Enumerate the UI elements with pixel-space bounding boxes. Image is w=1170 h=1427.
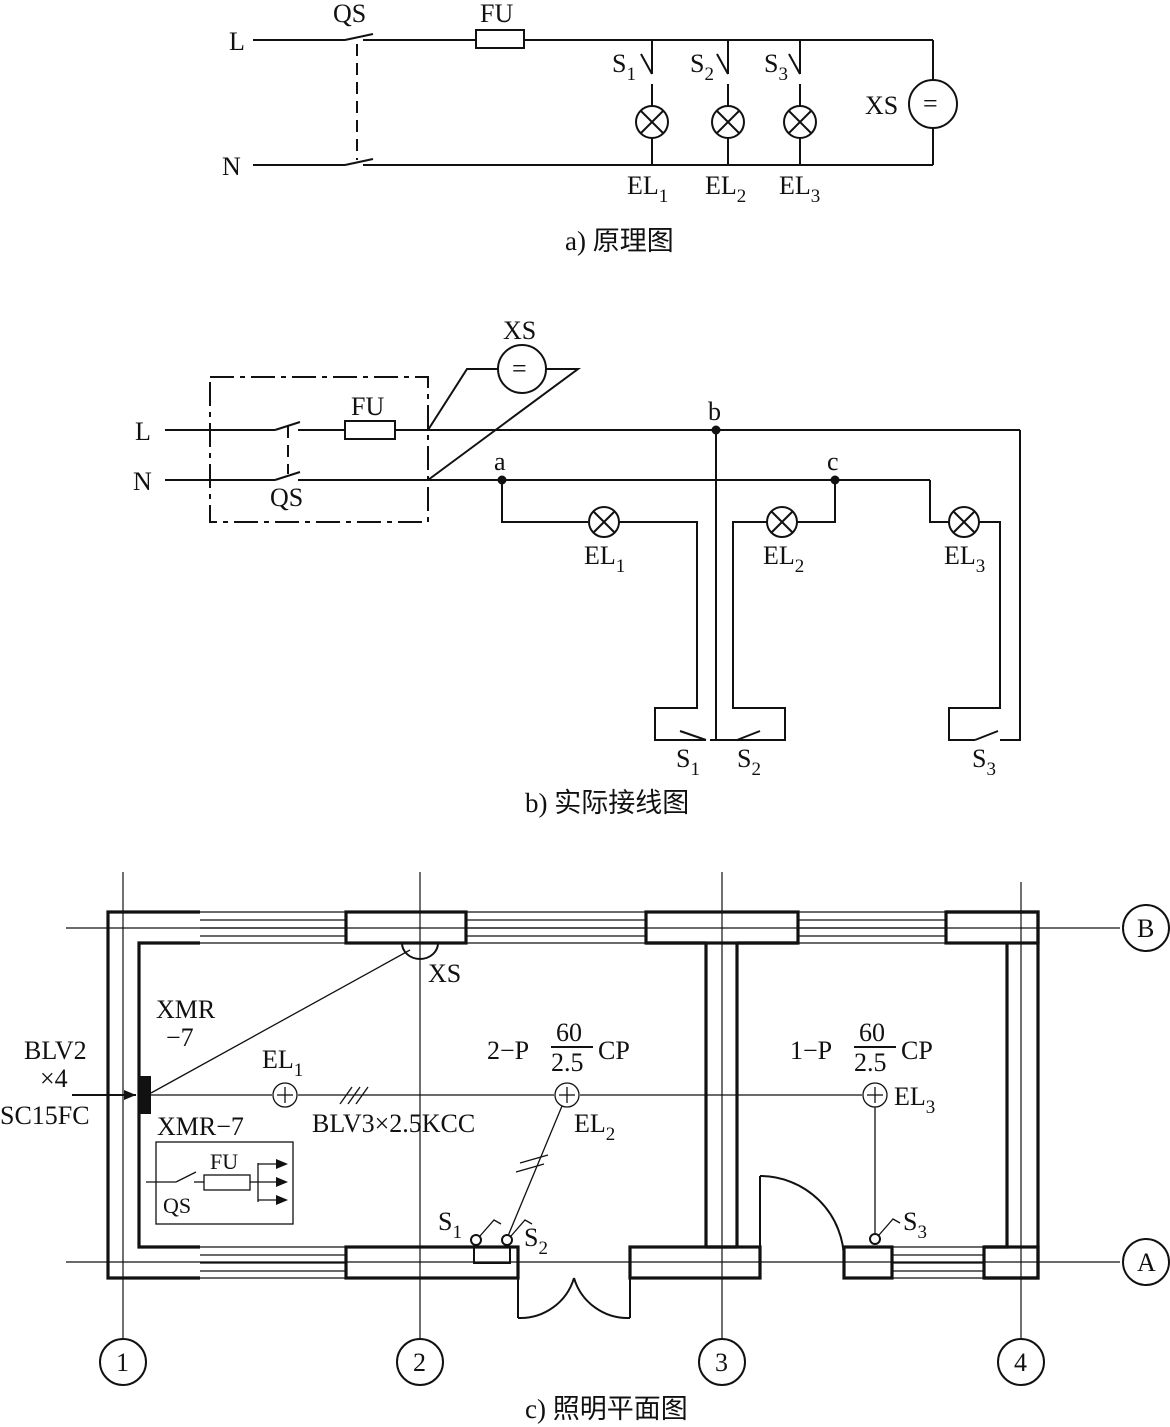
- c-switch-box: [473, 1246, 511, 1264]
- c-room2-fixture-num: 60: [556, 1018, 582, 1047]
- c-lamp-3-label: EL3: [894, 1082, 935, 1118]
- c-axis-label-a: A: [1137, 1248, 1156, 1277]
- a-lamp-2-label: EL2: [705, 171, 746, 207]
- c-axis-label-3: 3: [715, 1348, 728, 1377]
- c-feed-label-1: BLV2: [24, 1036, 87, 1065]
- c-panel-top-label-2: −7: [166, 1023, 194, 1052]
- b-label-qs: QS: [270, 483, 303, 512]
- b-switch-3-blade: [974, 730, 999, 741]
- c-socket-circuit: [150, 949, 411, 1094]
- b-label-node-c: c: [827, 447, 839, 476]
- b-switch-1-label: S1: [676, 744, 700, 780]
- a-switch-2-label: S2: [690, 49, 714, 85]
- c-axis-label-1: 1: [116, 1348, 129, 1377]
- b-caption: b) 实际接线图: [525, 788, 689, 818]
- c-axis-bubble-2: [396, 1338, 444, 1386]
- c-door-room2: [517, 1247, 631, 1320]
- c-caption: c) 照明平面图: [525, 1394, 688, 1424]
- a-label-n: N: [222, 152, 241, 181]
- c-lamp-3-icon: [862, 1082, 888, 1108]
- c-panel-label: XMR−7: [157, 1112, 244, 1141]
- a-label-l: L: [229, 27, 245, 56]
- c-lamp-1-icon: [272, 1082, 298, 1108]
- c-room2-fixture-den: 2.5: [551, 1048, 584, 1077]
- c-panel-fuse-symbol: [203, 1174, 251, 1191]
- b-lamp-3-label: EL3: [944, 541, 985, 577]
- c-door-room3: [759, 1175, 845, 1261]
- figure-b-wiring: L N FU QS XS = a b c EL1 EL2 EL3 S1 S2 S…: [133, 316, 1021, 818]
- b-label-node-b: b: [708, 397, 721, 426]
- a-branch-2: [711, 40, 745, 165]
- b-switch-1-blade: [679, 730, 707, 741]
- c-switch-3-icon: [869, 1233, 881, 1245]
- c-axis-bubble-4: [997, 1338, 1045, 1386]
- a-qs-blade-n: [344, 158, 374, 166]
- c-room3-fixture-suffix: CP: [901, 1036, 933, 1065]
- a-branch-3: [783, 40, 817, 165]
- c-room3-fixture-prefix: 1−P: [790, 1036, 832, 1065]
- b-label-fu: FU: [351, 392, 384, 421]
- a-label-socket: XS: [865, 91, 898, 120]
- c-room2-fixture-prefix: 2−P: [487, 1036, 529, 1065]
- a-label-qs: QS: [333, 0, 366, 28]
- c-axis-label-2: 2: [413, 1348, 426, 1377]
- c-lamp-2-label: EL2: [574, 1109, 615, 1145]
- c-distribution-panel-icon: [138, 1076, 151, 1114]
- c-switch-3-label: S3: [903, 1207, 927, 1243]
- c-switch-2-icon: [501, 1234, 513, 1246]
- figure-a-schematic: L N QS FU XS = S1 S2 S3 EL1 EL2 EL3 a) 原…: [222, 0, 958, 256]
- b-label-l: L: [135, 417, 151, 446]
- a-lamp-1-label: EL1: [627, 171, 668, 207]
- c-axis-bubble-1: [99, 1338, 147, 1386]
- c-axis-label-4: 4: [1014, 1348, 1027, 1377]
- c-switch-1-icon: [470, 1234, 482, 1246]
- a-fuse-symbol: [475, 29, 525, 49]
- c-wire-spec: BLV3×2.5KCC: [312, 1109, 475, 1138]
- c-lamp-1-label: EL1: [262, 1045, 303, 1081]
- b-fuse-symbol: [344, 420, 396, 440]
- a-caption: a) 原理图: [565, 226, 674, 256]
- c-axis-bubble-b: [1122, 904, 1170, 952]
- c-switch-1-label: S1: [438, 1207, 462, 1243]
- c-panel-qs-label: QS: [163, 1193, 191, 1218]
- a-lamp-3-label: EL3: [779, 171, 820, 207]
- a-qs-blade-l: [344, 33, 374, 41]
- c-switch-2-label: S2: [524, 1223, 548, 1259]
- c-socket-label: XS: [428, 959, 461, 988]
- c-panel-detail-box: [155, 1141, 294, 1225]
- c-feeder-arrow-icon: [124, 1090, 136, 1100]
- a-label-fu: FU: [480, 0, 513, 28]
- c-wire-count-marks: [339, 1086, 369, 1105]
- a-switch-3-label: S3: [764, 49, 788, 85]
- b-label-n: N: [133, 467, 152, 496]
- c-axis-bubble-3: [698, 1338, 746, 1386]
- a-switch-1-label: S1: [612, 49, 636, 85]
- c-socket-icon: [401, 942, 439, 960]
- figure-c-floor-plan: B A 1 2 3 4 BLV2 ×4 SC15FC XMR −7 XMR−7 …: [0, 872, 1170, 1424]
- c-axis-label-b: B: [1137, 914, 1154, 943]
- b-switch-3-label: S3: [972, 744, 996, 780]
- c-room3-fixture-num: 60: [859, 1018, 885, 1047]
- c-room2-fixture-suffix: CP: [598, 1036, 630, 1065]
- a-socket-symbol: =: [923, 89, 938, 118]
- c-panel-top-label-1: XMR: [156, 995, 216, 1024]
- b-switch-2-label: S2: [737, 744, 761, 780]
- b-label-socket: XS: [503, 316, 536, 345]
- c-lamp-2-icon: [554, 1082, 580, 1108]
- b-lamp-1-label: EL1: [584, 541, 625, 577]
- c-feed-label-3: SC15FC: [0, 1101, 90, 1130]
- b-switch-2-blade: [736, 730, 761, 741]
- c-panel-fu-label: FU: [210, 1149, 238, 1174]
- c-axis-bubble-a: [1122, 1238, 1170, 1286]
- c-feed-label-2: ×4: [40, 1064, 68, 1093]
- b-label-node-a: a: [494, 447, 506, 476]
- b-lamp-2-label: EL2: [763, 541, 804, 577]
- b-enclosure: [209, 376, 429, 523]
- b-socket-icon: [497, 344, 547, 394]
- c-windows: [200, 911, 984, 1279]
- c-room3-fixture-den: 2.5: [854, 1048, 887, 1077]
- b-socket-symbol: =: [512, 354, 527, 383]
- a-branch-1: [635, 40, 669, 165]
